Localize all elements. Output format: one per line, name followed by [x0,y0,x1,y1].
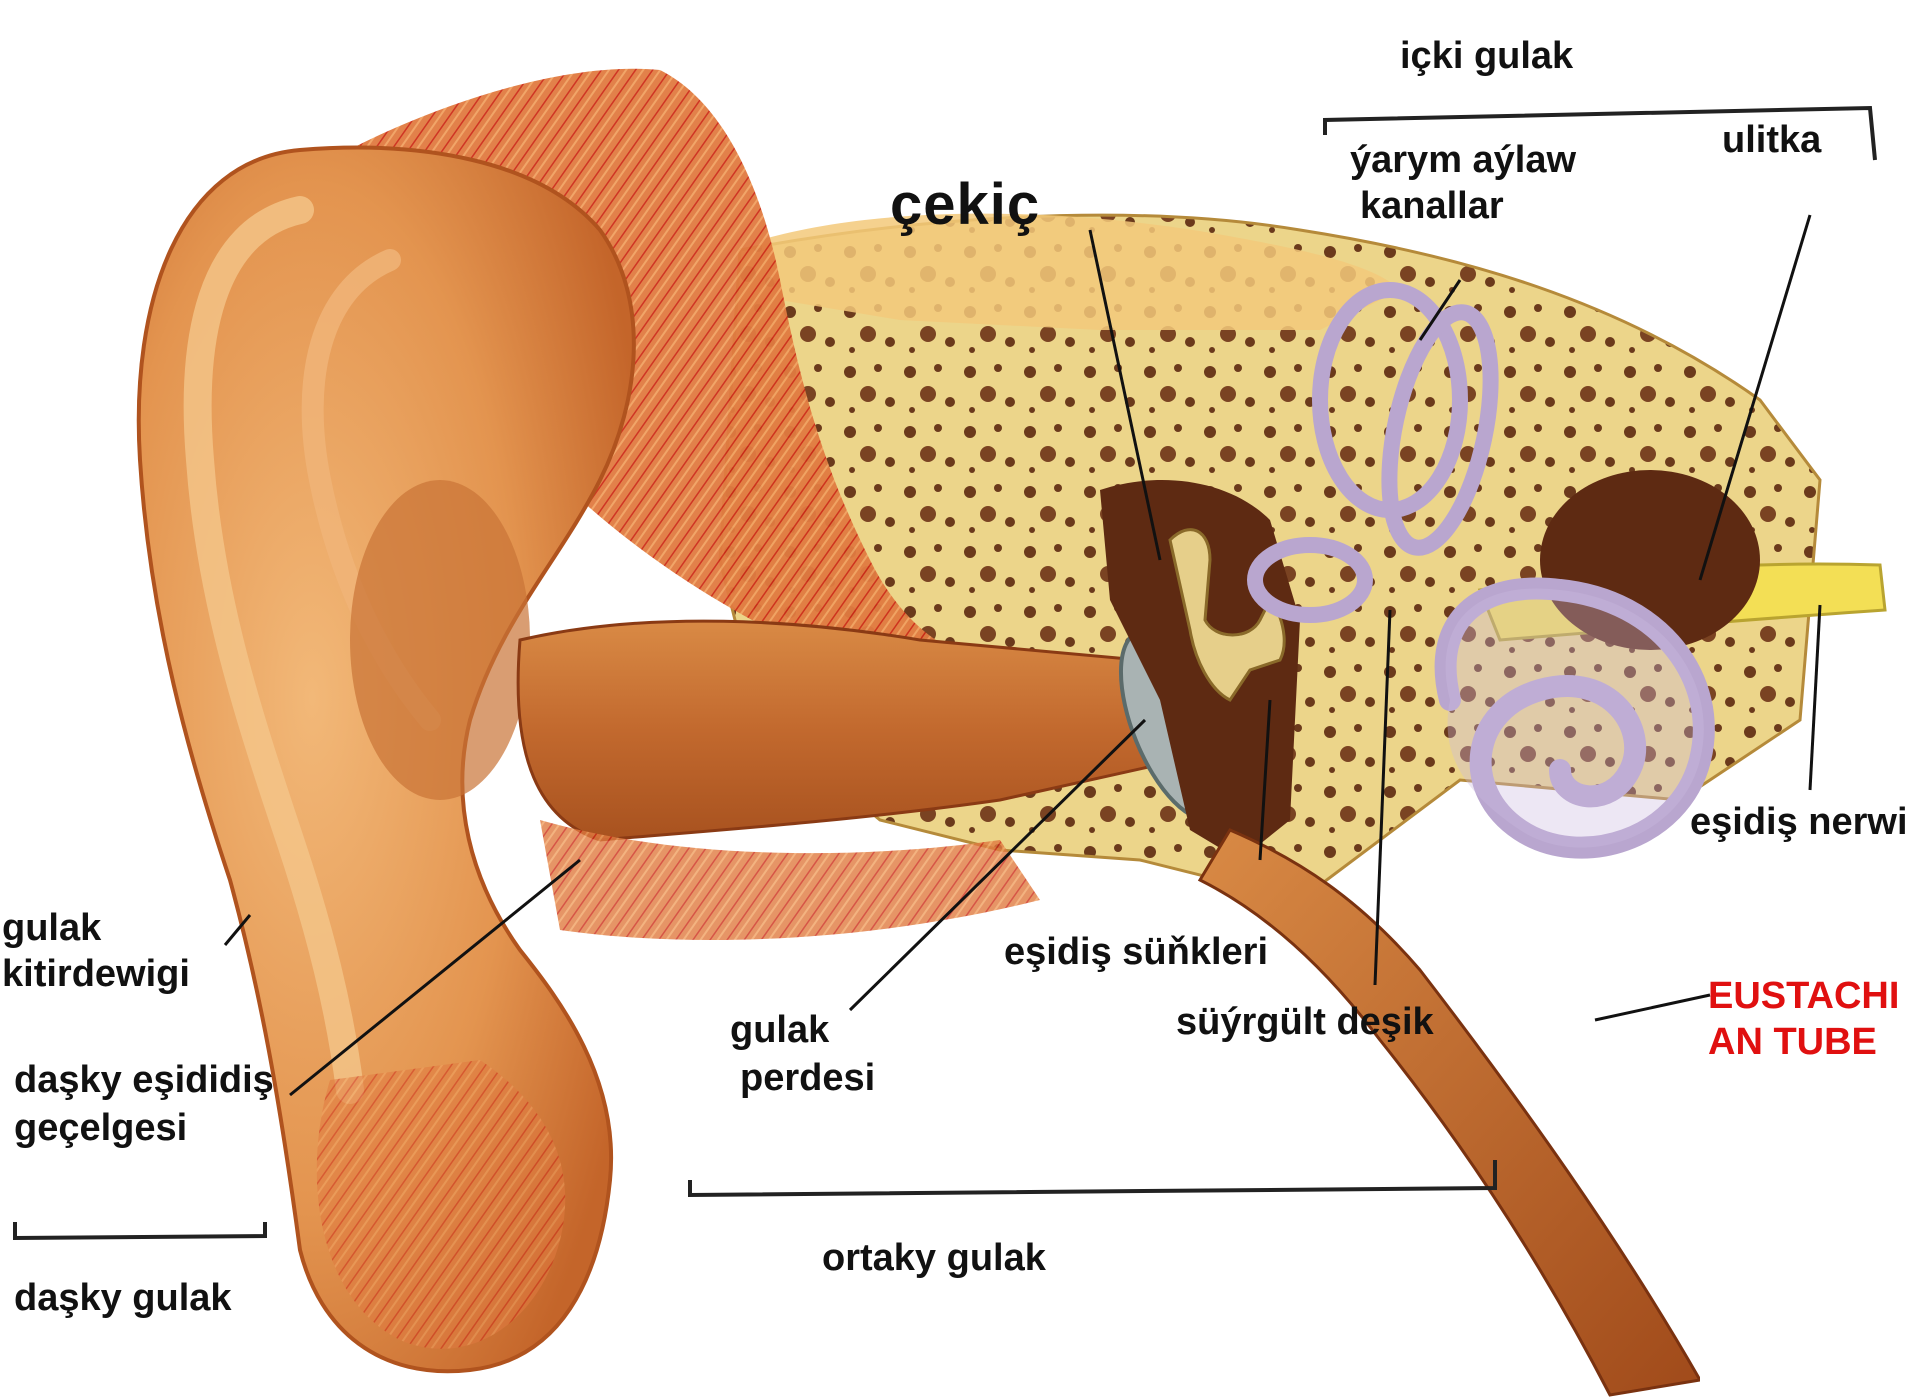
label-yarym-aylaw-1: ýarym aýlaw [1350,138,1576,184]
label-suyrgult-desik: süýrgült deşik [1176,1000,1434,1046]
right-blank [1700,820,1920,1397]
label-ortaky-gulak: ortaky gulak [822,1236,1046,1282]
label-dasky-gulak: daşky gulak [14,1276,232,1322]
eustachian-tube [1200,830,1700,1395]
label-dasky-esididis-2: geçelgesi [14,1106,187,1152]
label-cekic: çekiç [890,170,1040,240]
concha [350,480,530,800]
label-esidis-nerwi: eşidiş nerwi [1690,800,1908,846]
ortaky-gulak-bracket [690,1160,1495,1195]
label-icki-gulak: içki gulak [1400,34,1573,80]
dasky-gulak-bracket [15,1222,265,1238]
label-yarym-aylaw-2: kanallar [1360,184,1504,230]
label-gulak-perdesi-2: perdesi [740,1056,875,1102]
label-gulak-kitirdewigi-2: kitirdewigi [2,952,190,998]
label-ulitka: ulitka [1722,118,1821,164]
label-dasky-esididis-1: daşky eşididiş [14,1058,274,1104]
label-eustachian-2: AN TUBE [1708,1020,1877,1066]
label-esidis-sunkleri: eşidiş süňkleri [1004,930,1268,976]
label-gulak-kitirdewigi-1: gulak [2,906,101,952]
label-gulak-perdesi-1: gulak [730,1008,829,1054]
label-eustachian-1: EUSTACHI [1708,974,1899,1020]
